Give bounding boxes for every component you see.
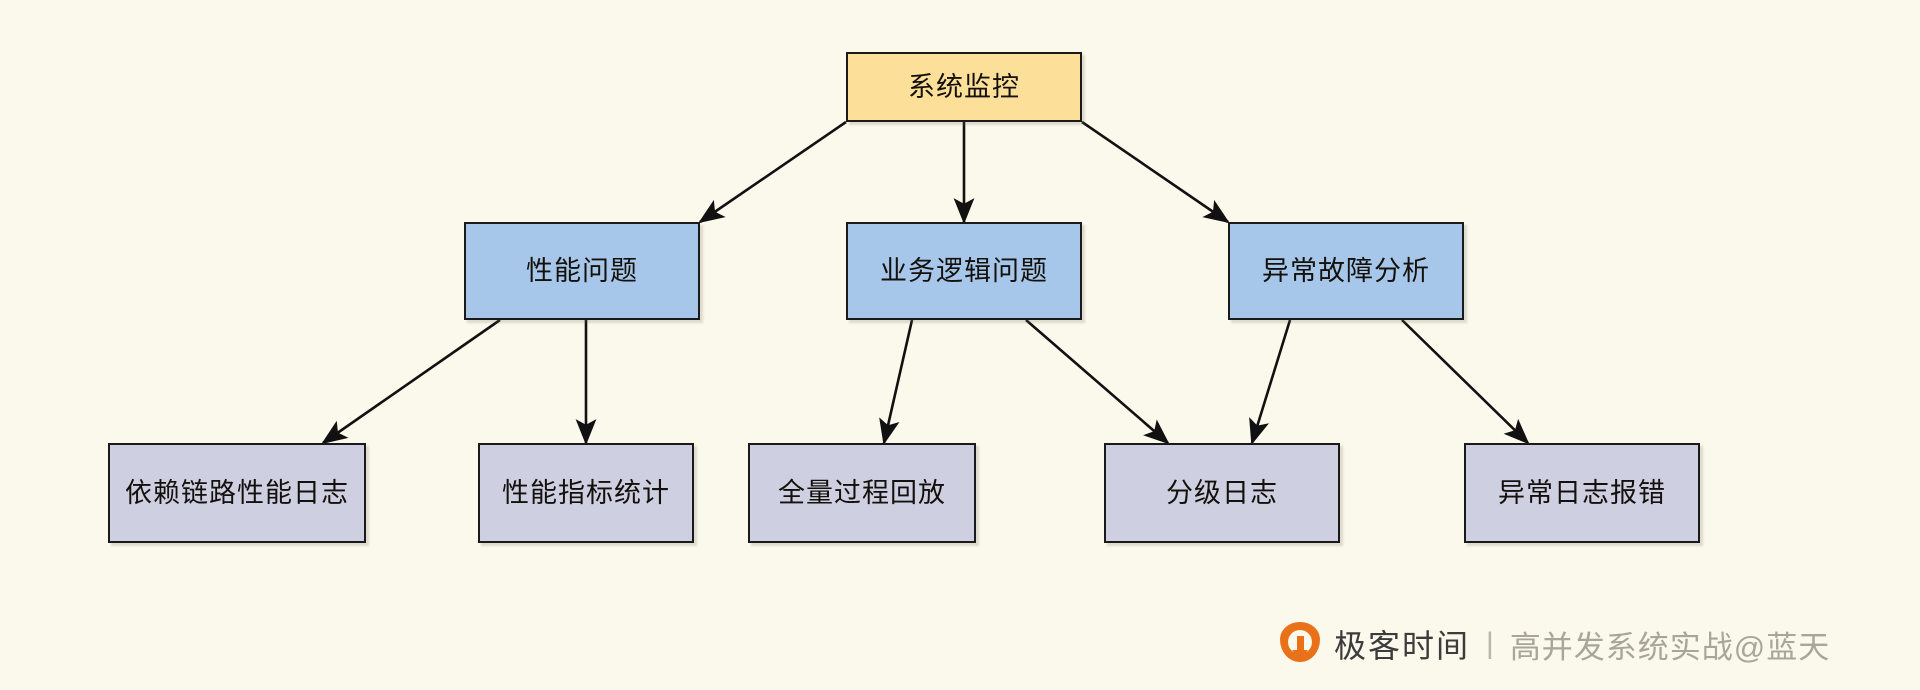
node-exception-log-errors[interactable]: 异常日志报错 bbox=[1464, 443, 1700, 543]
node-label: 性能问题 bbox=[526, 255, 638, 286]
edge-biz-to-replay bbox=[879, 319, 914, 446]
node-label: 分级日志 bbox=[1166, 477, 1278, 508]
edge-fault-to-tier bbox=[1249, 319, 1292, 445]
node-fault-analysis[interactable]: 异常故障分析 bbox=[1228, 222, 1464, 320]
node-tiered-logs[interactable]: 分级日志 bbox=[1104, 443, 1340, 543]
node-label: 全量过程回放 bbox=[778, 477, 946, 508]
edge-root-to-perf bbox=[698, 120, 847, 224]
node-label: 异常故障分析 bbox=[1262, 255, 1430, 286]
watermark: 极客时间 | 高并发系统实战@蓝天 bbox=[1278, 618, 1830, 670]
node-label: 系统监控 bbox=[908, 71, 1020, 102]
edge-root-to-fault bbox=[1081, 120, 1230, 224]
node-full-process-replay[interactable]: 全量过程回放 bbox=[748, 443, 976, 543]
watermark-separator: | bbox=[1486, 627, 1494, 660]
node-dependency-chain-performance-log[interactable]: 依赖链路性能日志 bbox=[108, 443, 366, 543]
node-business-logic-issues[interactable]: 业务逻辑问题 bbox=[846, 222, 1082, 320]
node-label: 依赖链路性能日志 bbox=[125, 477, 349, 508]
watermark-brand: 极客时间 bbox=[1334, 628, 1471, 664]
node-root-system-monitoring[interactable]: 系统监控 bbox=[846, 52, 1082, 122]
node-performance-metrics-statistics[interactable]: 性能指标统计 bbox=[478, 443, 694, 543]
node-label: 业务逻辑问题 bbox=[880, 255, 1048, 286]
edge-perf-to-dep bbox=[321, 318, 501, 445]
watermark-course-title: 高并发系统实战@蓝天 bbox=[1509, 629, 1831, 665]
edge-fault-to-errlog bbox=[1401, 319, 1530, 445]
geektime-logo-icon bbox=[1278, 622, 1322, 666]
node-performance-issues[interactable]: 性能问题 bbox=[464, 222, 700, 320]
node-label: 异常日志报错 bbox=[1498, 477, 1666, 508]
node-label: 性能指标统计 bbox=[502, 477, 670, 508]
edge-biz-to-tier bbox=[1025, 319, 1170, 445]
